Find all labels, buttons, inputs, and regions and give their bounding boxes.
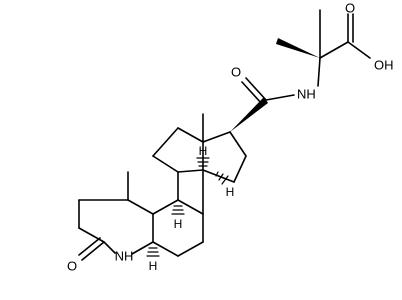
stereo-layer [146, 38, 320, 257]
bond-amide-c-o-1 [245, 77, 267, 101]
bond-cq-cooh [319, 41, 349, 59]
hash-c8-h [196, 157, 210, 171]
bond-c12b [177, 127, 204, 143]
bond-c3-n4 [103, 241, 116, 254]
wedge-c17-amide [230, 97, 268, 132]
hash-c5-h [146, 247, 160, 257]
bond-amide-c-o-2 [241, 81, 263, 105]
bond-c3-o-2 [78, 237, 101, 256]
bond-c10-c1 [127, 199, 154, 215]
bond-c13-c17 [202, 131, 231, 143]
bond-c8-c9 [177, 199, 204, 215]
label-h-c8: H [199, 144, 208, 158]
label-h-c9: H [174, 217, 183, 231]
hash-c9-h [171, 205, 185, 215]
bond-c9-c10 [152, 199, 179, 215]
bond-n4-c5 [131, 241, 154, 255]
bond-layer [78, 9, 371, 261]
bond-c3-o-1 [81, 241, 105, 261]
bond-c5-c6 [152, 241, 179, 257]
bond-c6-c7 [177, 241, 204, 257]
bond-c11-c12 [152, 155, 179, 173]
bond-c16-c15 [233, 155, 247, 183]
bond-c11-c9b [177, 169, 204, 173]
hash-c14-h [215, 171, 229, 185]
wedge-cq-methyl [276, 38, 320, 58]
label-acid-o: O [345, 1, 355, 16]
bond-c12-c13 [152, 127, 179, 157]
label-amide-nh: NH [297, 87, 316, 102]
label-lactam-nh: NH [115, 249, 134, 264]
label-h-c5: H [149, 259, 158, 273]
bond-amide-c-n [265, 94, 295, 101]
bond-c17-c16 [229, 131, 247, 157]
bond-n-cq [317, 57, 321, 87]
label-lactam-o: O [67, 259, 77, 274]
label-amide-o: O [231, 65, 241, 80]
bond-c2-c3 [78, 227, 105, 243]
label-acid-oh: OH [374, 58, 394, 73]
label-layer: O O OH NH O NH H H H H [67, 1, 394, 274]
bond-c15-c14 [202, 169, 235, 183]
label-h-c14: H [226, 185, 235, 199]
bond-cooh-oh [347, 41, 371, 59]
